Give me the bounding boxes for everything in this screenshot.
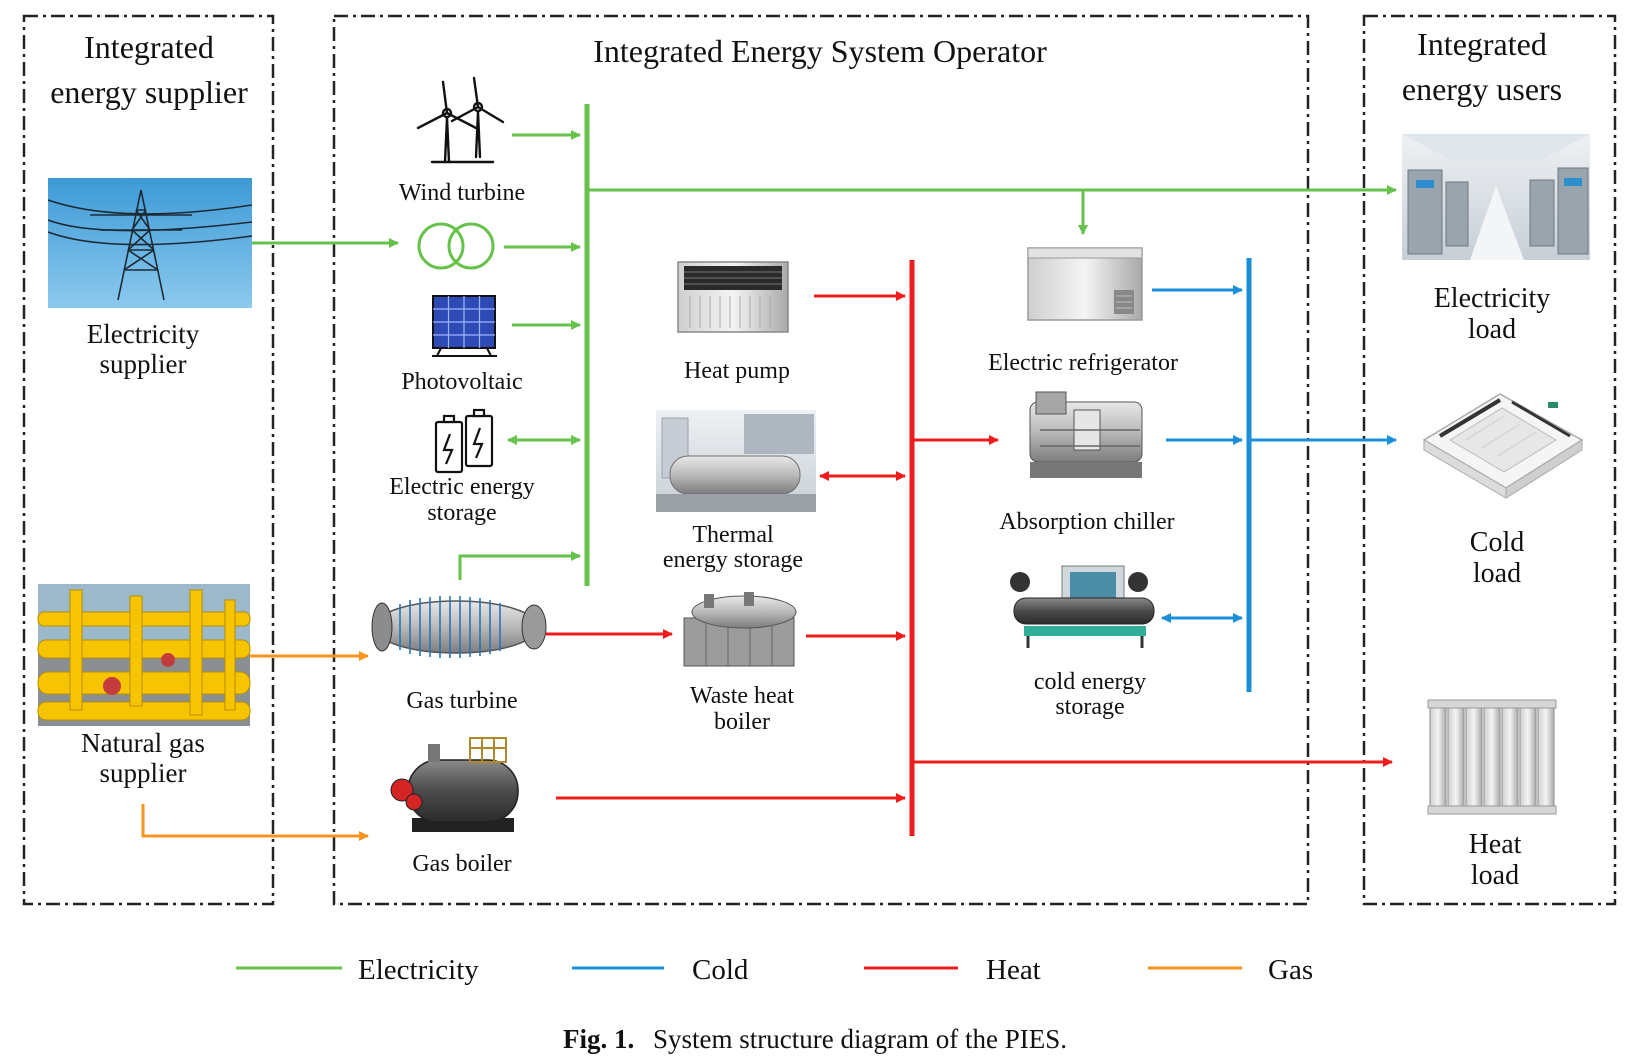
gas-boiler-image bbox=[390, 737, 519, 832]
heat-pump-image bbox=[677, 261, 789, 333]
users-panel-frame bbox=[1362, 14, 1617, 906]
thermal-storage-label-2: energy storage bbox=[663, 547, 803, 573]
refrigerator-image bbox=[1027, 247, 1143, 321]
electric-storage-label: Electric energy bbox=[389, 474, 534, 500]
factory-floor-image bbox=[1402, 134, 1590, 260]
absorption-chiller-label: Absorption chiller bbox=[999, 509, 1174, 535]
cold-storage-image bbox=[1010, 565, 1155, 648]
wind-turbine-label: Wind turbine bbox=[399, 180, 525, 206]
legend-electricity-label: Electricity bbox=[358, 954, 479, 986]
legend-cold-label: Cold bbox=[692, 954, 749, 986]
electricity-load-label-2: load bbox=[1468, 314, 1516, 345]
photovoltaic-label: Photovoltaic bbox=[401, 369, 522, 395]
natural-gas-supplier-label-2: supplier bbox=[100, 758, 187, 788]
thermal-storage-image bbox=[656, 410, 816, 512]
gas-turbine-image bbox=[371, 596, 547, 658]
figure-caption: Fig. 1. System structure diagram of the … bbox=[563, 1024, 1067, 1054]
supplier-panel-title: Integrated bbox=[84, 29, 214, 65]
power-tower-image bbox=[47, 178, 253, 308]
supplier-panel-title-2: energy supplier bbox=[50, 74, 248, 110]
figure-caption-text: System structure diagram of the PIES. bbox=[653, 1024, 1067, 1054]
wind-turbine-icon bbox=[416, 76, 505, 164]
supplier-panel-frame bbox=[22, 14, 275, 906]
heat-load-label-2: load bbox=[1471, 860, 1519, 891]
cold-storage-label-2: storage bbox=[1055, 694, 1124, 720]
radiator-image bbox=[1427, 699, 1557, 815]
operator-panel-title: Integrated Energy System Operator bbox=[593, 33, 1047, 69]
natural-gas-supplier-label: Natural gas bbox=[81, 728, 205, 758]
electric-refrigerator-label: Electric refrigerator bbox=[988, 350, 1178, 376]
transformer-icon bbox=[417, 222, 495, 270]
thermal-storage-label: Thermal bbox=[692, 522, 774, 548]
electricity-supplier-label: Electricity bbox=[87, 319, 200, 349]
legend: Electricity Cold Heat Gas bbox=[236, 954, 1313, 986]
cassette-ac-image bbox=[1422, 393, 1584, 499]
gas-boiler-label: Gas boiler bbox=[412, 851, 511, 877]
flow-gas-turbine-to-bus bbox=[458, 551, 581, 580]
legend-heat-label: Heat bbox=[986, 954, 1041, 986]
cold-load-label-2: load bbox=[1473, 558, 1521, 589]
cold-load-label: Cold bbox=[1470, 527, 1524, 558]
legend-gas-label: Gas bbox=[1268, 954, 1313, 986]
operator-panel-frame bbox=[332, 14, 1310, 906]
photovoltaic-panel-icon bbox=[432, 295, 497, 357]
gas-pipeline-image bbox=[37, 584, 251, 726]
heat-load-label: Heat bbox=[1469, 829, 1522, 860]
electric-storage-label-2: storage bbox=[427, 500, 496, 526]
waste-heat-boiler-image bbox=[683, 592, 797, 667]
figure-caption-label: Fig. 1. bbox=[563, 1024, 634, 1054]
gas-turbine-label: Gas turbine bbox=[406, 688, 517, 714]
electricity-load-label: Electricity bbox=[1434, 283, 1551, 314]
cold-storage-label: cold energy bbox=[1034, 669, 1146, 695]
waste-heat-boiler-label: Waste heat bbox=[690, 683, 794, 709]
heat-pump-label: Heat pump bbox=[684, 358, 790, 384]
waste-heat-boiler-label-2: boiler bbox=[714, 709, 770, 735]
users-panel-title: Integrated bbox=[1417, 26, 1547, 62]
battery-storage-icon bbox=[434, 408, 494, 474]
flow-gas-to-boiler bbox=[141, 804, 369, 841]
users-panel-title-2: energy users bbox=[1402, 71, 1562, 107]
absorption-chiller-image bbox=[1029, 391, 1143, 478]
electricity-supplier-label-2: supplier bbox=[100, 349, 187, 379]
